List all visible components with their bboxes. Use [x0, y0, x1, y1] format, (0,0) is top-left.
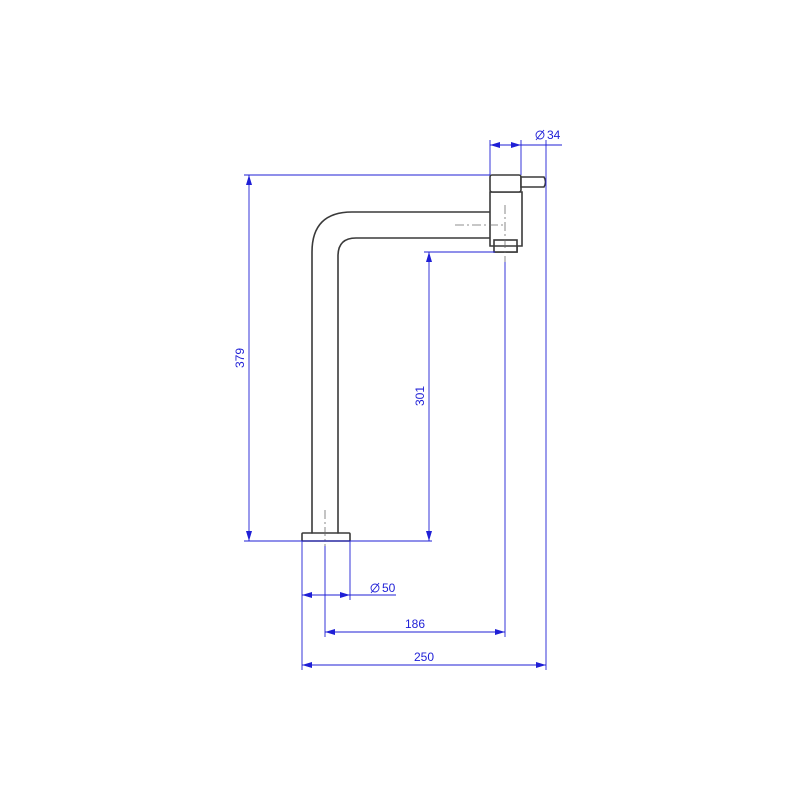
dimension-total-height: 379	[233, 175, 252, 541]
total-height-label: 379	[233, 348, 247, 368]
pipe-outer-wall	[311, 211, 491, 534]
extension-lines	[244, 140, 547, 670]
diameter-symbol	[370, 583, 380, 593]
faucet-body	[301, 174, 547, 542]
diameter-symbol	[535, 130, 545, 140]
pipe-inner-wall	[337, 237, 491, 534]
handle-diameter-label: 34	[547, 128, 561, 142]
base-diameter-label: 50	[382, 581, 396, 595]
total-width-label: 250	[414, 650, 434, 664]
head-cap	[489, 174, 522, 193]
base-flange	[301, 532, 351, 542]
lever-handle	[520, 176, 547, 188]
dimension-handle-diameter: 34	[490, 128, 562, 148]
spout-height-label: 301	[413, 386, 427, 406]
spout-reach-label: 186	[405, 617, 425, 631]
centerlines	[324, 205, 506, 546]
dimension-base-diameter: 50	[302, 581, 396, 598]
dimension-spout-reach: 186	[325, 617, 505, 635]
dimension-spout-height: 301	[413, 252, 432, 541]
dimension-total-width: 250	[302, 650, 546, 668]
